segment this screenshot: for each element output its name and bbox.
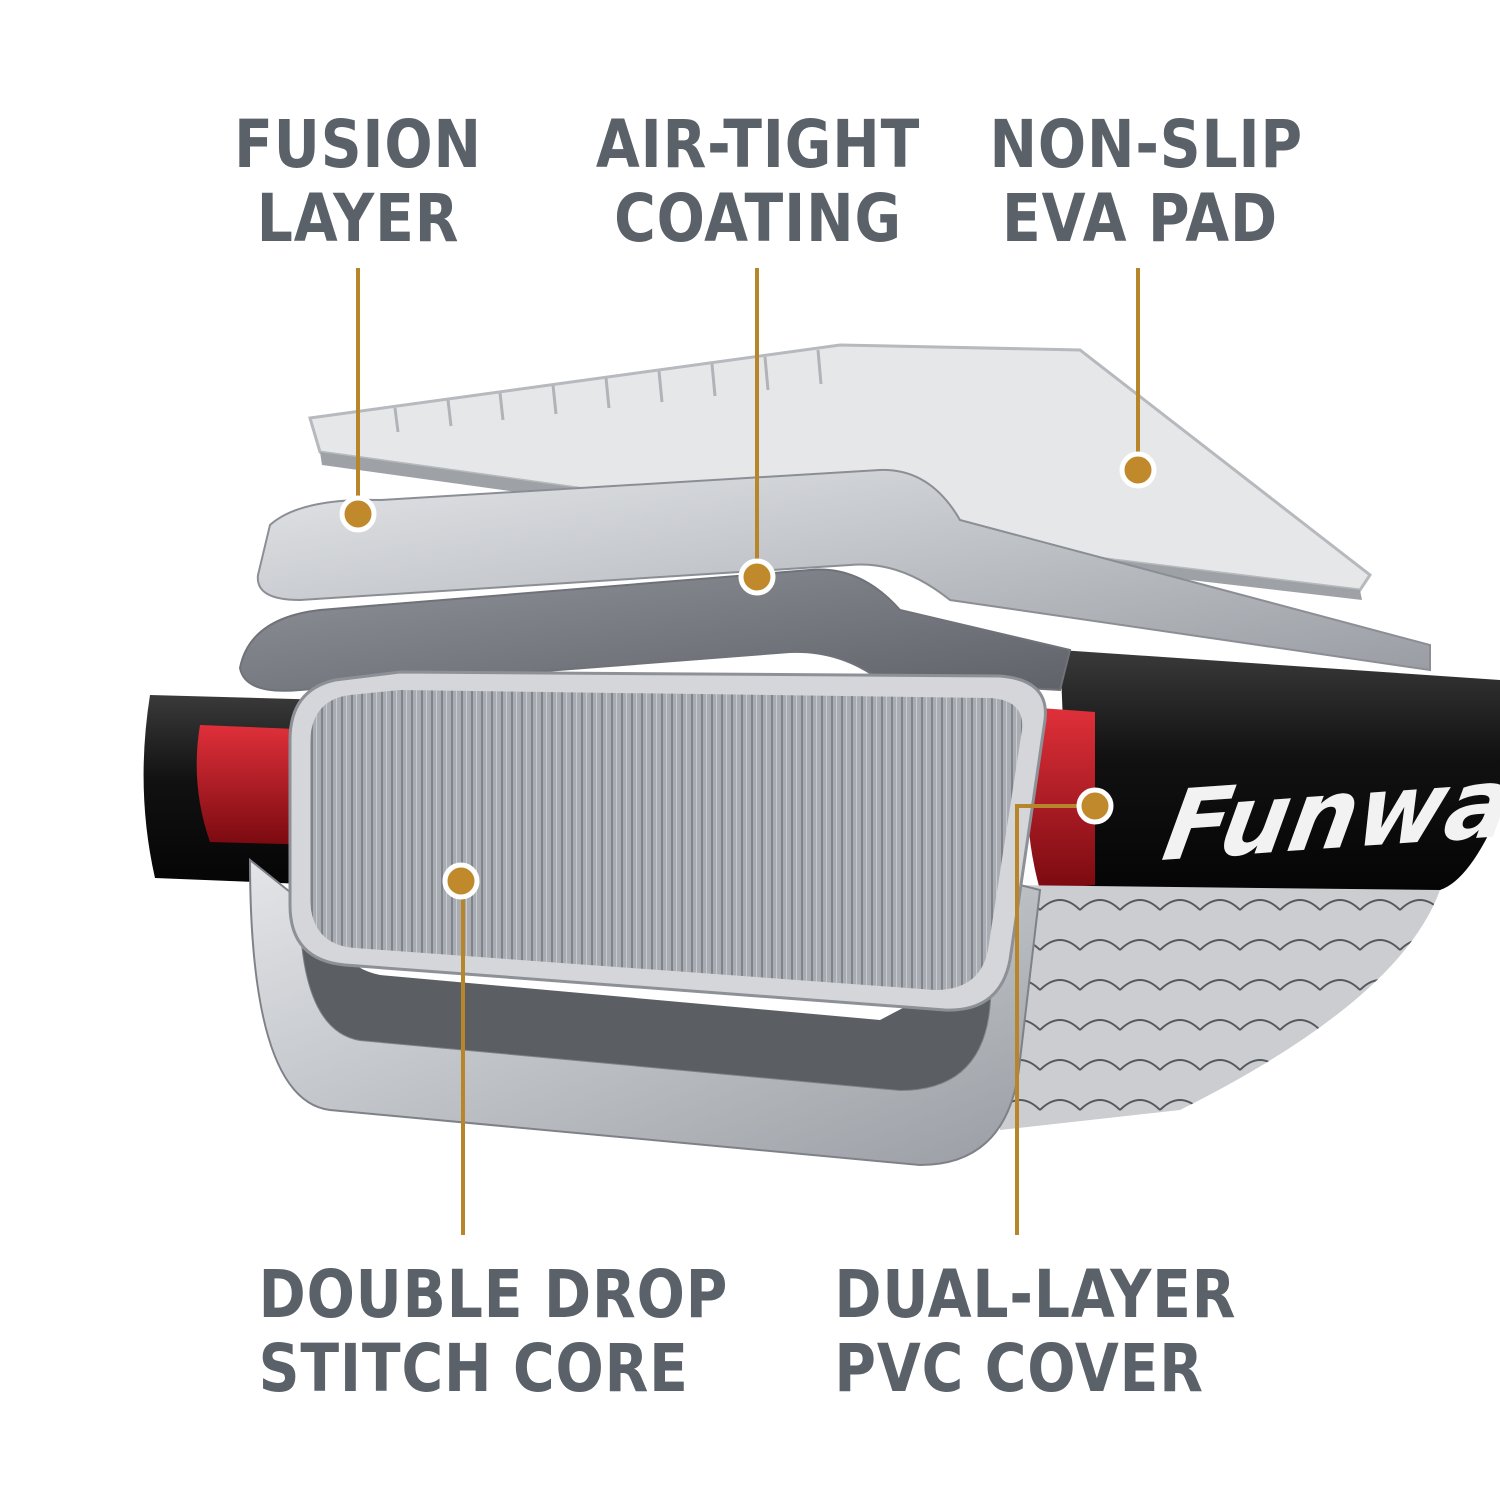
fusion-layer xyxy=(256,468,1431,672)
marker-dropstitch xyxy=(442,862,480,900)
outer-shell xyxy=(248,857,1042,1167)
callout-airtight-line-2: COATING xyxy=(614,180,902,257)
marker-pvc xyxy=(1076,787,1114,825)
air-tight-coating-layer xyxy=(238,568,1072,692)
marker-fusion xyxy=(339,495,377,533)
marker-nonslip xyxy=(1119,451,1157,489)
callout-dropstitch-line-1: DOUBLE DROP xyxy=(258,1256,729,1333)
callout-pvc-line-2: PVC COVER xyxy=(834,1330,1204,1407)
callout-airtight-line-1: AIR-TIGHT xyxy=(595,106,921,183)
markers xyxy=(339,451,1157,900)
callout-pvc-line-1: DUAL-LAYER xyxy=(834,1256,1237,1333)
callout-nonslip-line-1: NON-SLIP xyxy=(989,106,1303,183)
leaders xyxy=(356,268,1140,1235)
callout-nonslip-line-2: EVA PAD xyxy=(1001,180,1278,257)
callout-fusion-line-1: FUSION xyxy=(234,106,482,183)
callout-dual-layer-pvc-cover: DUAL-LAYER PVC COVER xyxy=(834,1256,1237,1407)
callout-non-slip-eva-pad: NON-SLIP EVA PAD xyxy=(989,106,1303,257)
leader-pvc xyxy=(1015,804,1095,1235)
callout-fusion-line-2: LAYER xyxy=(256,180,460,257)
drop-stitch-core xyxy=(288,670,1047,1012)
callout-dropstitch-line-2: STITCH CORE xyxy=(258,1330,689,1407)
callout-fusion-layer: FUSION LAYER xyxy=(229,108,487,256)
board-body xyxy=(1000,650,1500,1130)
callout-double-drop-stitch-core: DOUBLE DROP STITCH CORE xyxy=(258,1256,729,1407)
marker-airtight xyxy=(738,558,776,596)
callout-air-tight-coating: AIR-TIGHT COATING xyxy=(595,108,922,256)
